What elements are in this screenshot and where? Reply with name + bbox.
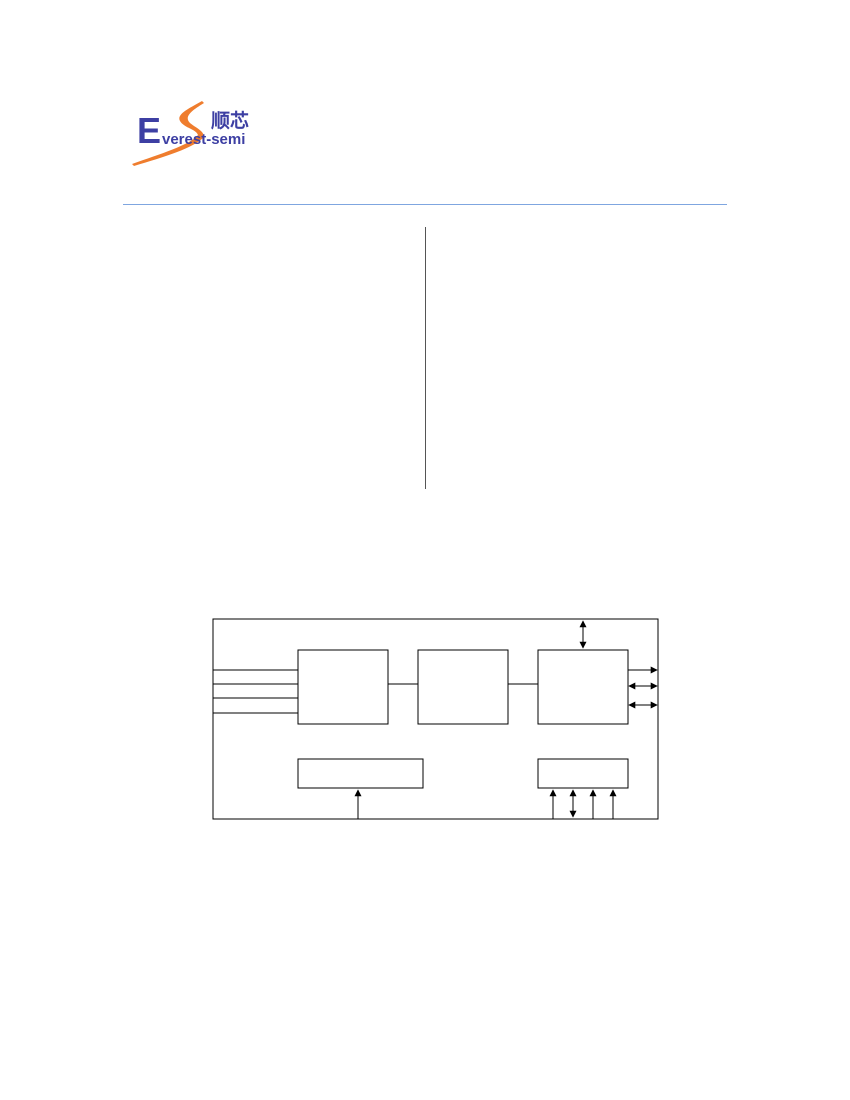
core-block — [417, 649, 509, 725]
column-divider — [425, 227, 426, 489]
functional-block-diagram — [212, 618, 661, 822]
logo-swoosh-shape — [132, 101, 204, 166]
logo-wordmark: verest-semi — [162, 131, 245, 148]
logo-chinese-name: 顺芯 — [211, 109, 249, 132]
input-block — [297, 649, 389, 725]
header-rule — [123, 204, 727, 205]
company-logo: E 顺芯 verest-semi — [128, 98, 263, 170]
bottom-left-block — [297, 758, 424, 789]
chip-outline — [212, 618, 659, 820]
output-block — [537, 649, 629, 725]
block-diagram-svg — [212, 618, 659, 820]
logo-letter-e: E — [137, 110, 161, 151]
everest-semi-logo-graphic: E 顺芯 verest-semi — [132, 101, 249, 166]
bottom-right-block — [537, 758, 629, 789]
